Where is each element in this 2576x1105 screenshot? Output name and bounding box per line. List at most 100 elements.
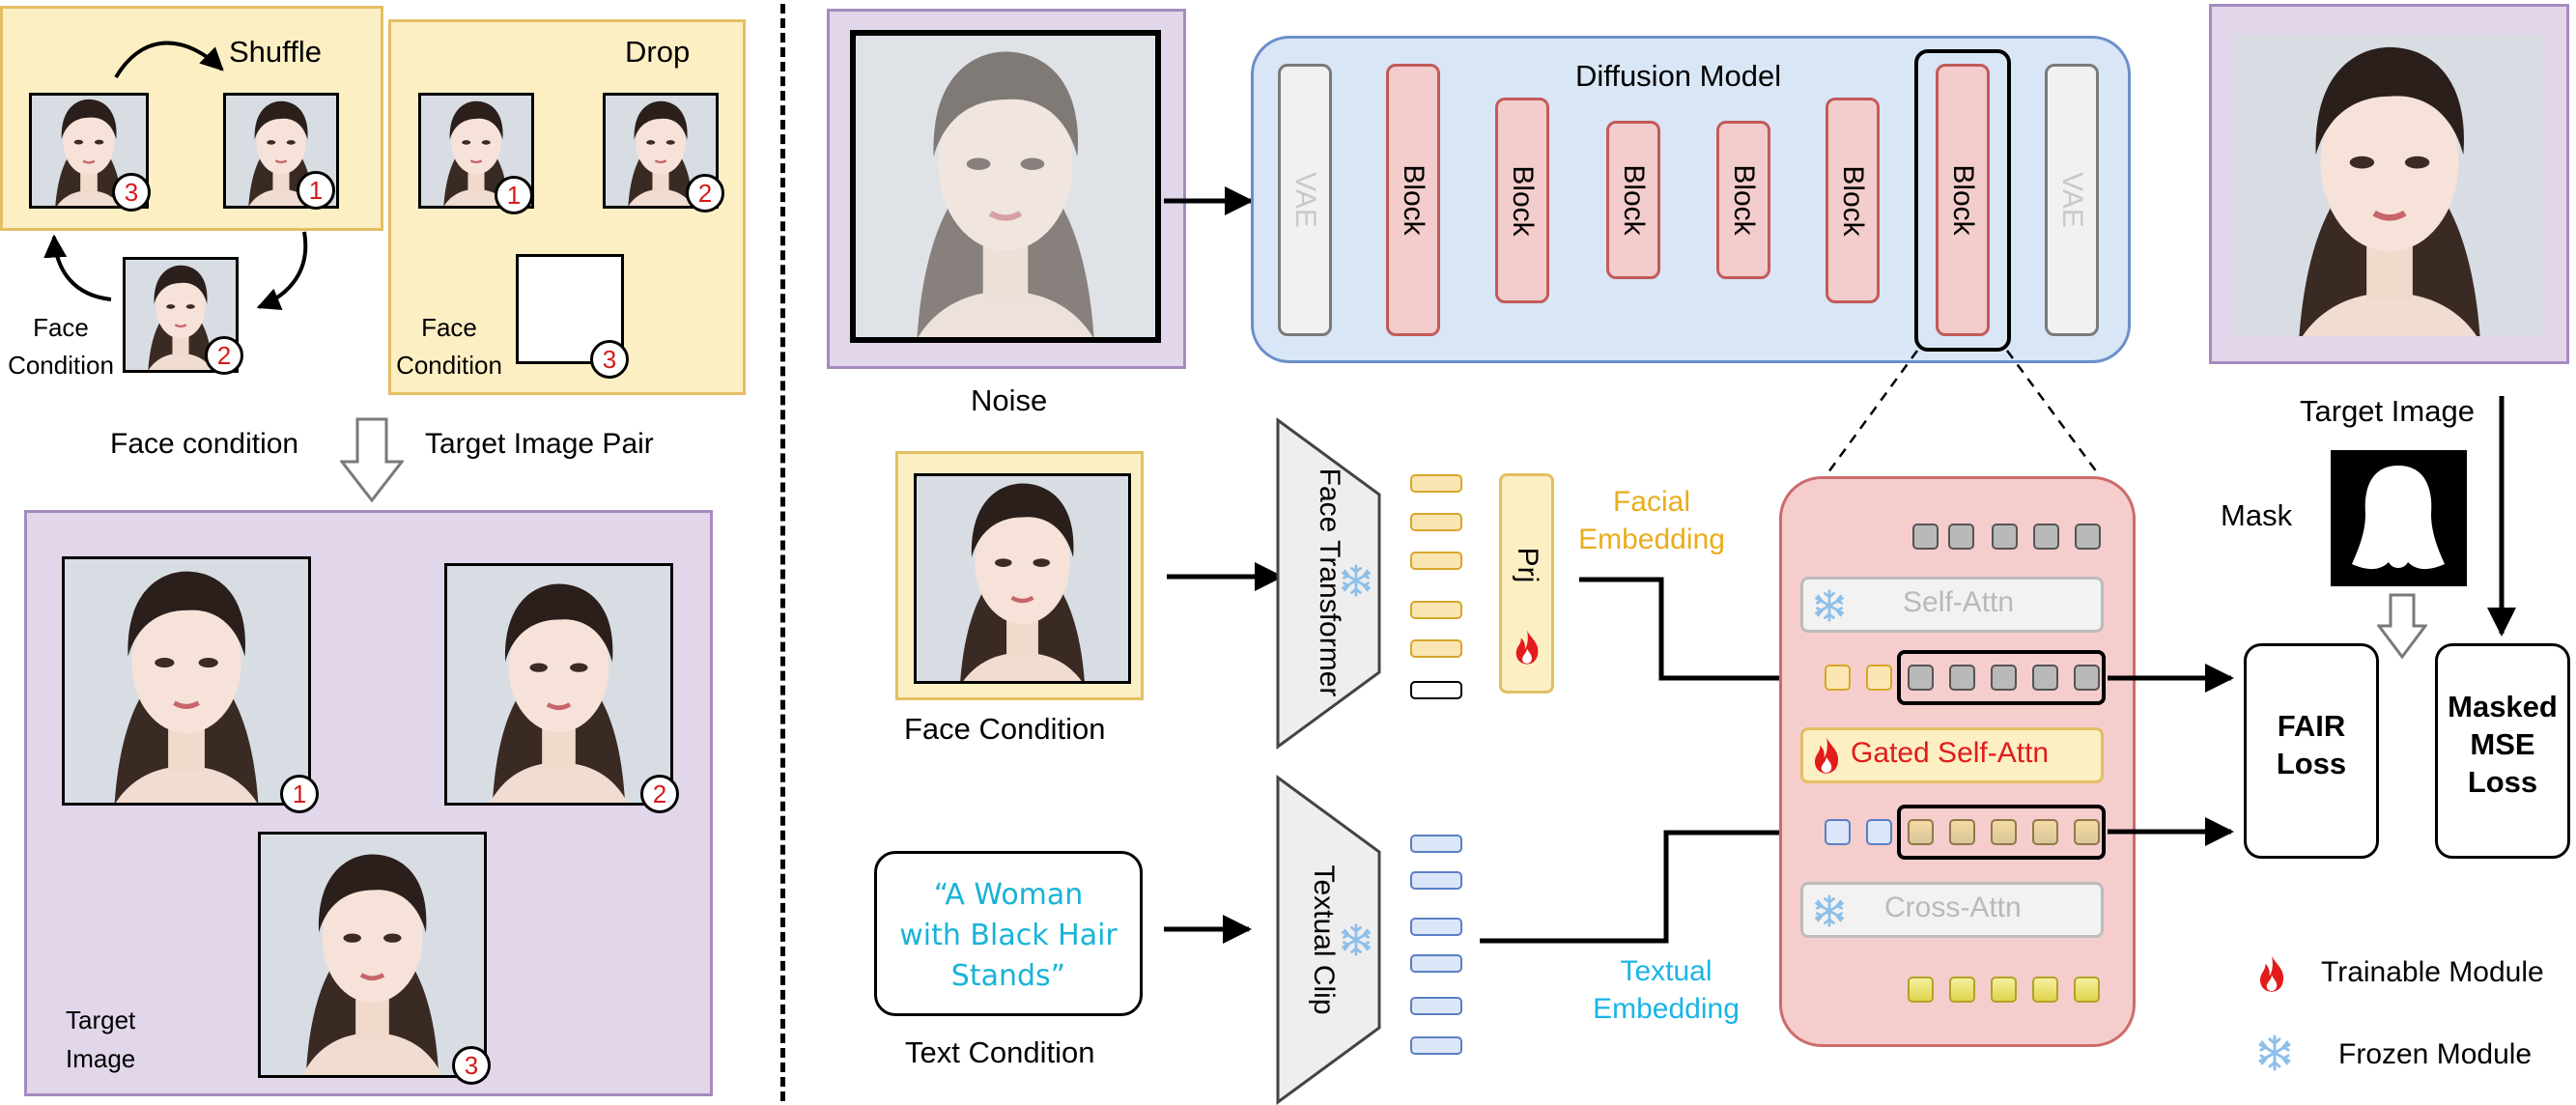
face-token-5 xyxy=(1410,639,1462,658)
badge-target-3: 3 xyxy=(452,1046,491,1085)
vae-decoder-label: VAE xyxy=(2056,172,2088,228)
target-image-small-label: Target Image xyxy=(66,1006,136,1073)
block-6-highlight xyxy=(1914,49,2011,352)
text-to-clip-arrow xyxy=(1164,915,1252,944)
badge-1b: 1 xyxy=(495,176,533,214)
text-token-2 xyxy=(1410,871,1462,890)
text-token-3 xyxy=(1410,918,1462,936)
gated-self-attn-box xyxy=(1800,727,2104,783)
legend-fire-icon xyxy=(2255,953,2288,994)
target-image xyxy=(2236,35,2543,336)
face-condition-pair-label: Face condition xyxy=(110,428,299,460)
face-condition-image xyxy=(914,473,1131,684)
textual-clip xyxy=(1276,775,1381,1105)
self-attn-box xyxy=(1800,577,2104,633)
token-text-1 xyxy=(1825,819,1851,845)
face-condition-label: Face Condition xyxy=(904,712,1106,746)
fair-loss-label: FAIR Loss xyxy=(2276,709,2347,780)
gated-self-attn-label: Gated Self-Attn xyxy=(1851,737,2050,769)
target-photo-3 xyxy=(258,832,487,1078)
section-divider xyxy=(780,4,785,1101)
token-tan-1 xyxy=(1908,819,1934,845)
face-condition-drop-label: Face Condition xyxy=(396,313,502,380)
legend-frozen-label: Frozen Module xyxy=(2338,1038,2533,1070)
self-attn-label: Self-Attn xyxy=(1903,586,2015,618)
token-gray-1 xyxy=(1912,524,1939,550)
vae-decoder: VAE xyxy=(2045,64,2099,336)
text-prompt: “A Woman with Black Hair Stands” xyxy=(899,878,1118,993)
token-tan-2 xyxy=(1949,819,1975,845)
token-gray-3 xyxy=(1992,524,2018,550)
block-label: Block xyxy=(1947,164,1979,236)
block-label: Block xyxy=(1728,164,1760,236)
textual-clip-snow-icon xyxy=(1339,922,1373,957)
text-token-6 xyxy=(1410,1036,1462,1055)
cross-attn-box xyxy=(1800,882,2104,938)
hollow-down-arrow xyxy=(340,417,404,502)
token-tan-4 xyxy=(2032,819,2058,845)
self-attn-snow-icon xyxy=(1812,588,1847,623)
block-1: Block xyxy=(1386,64,1440,336)
badge-3b: 3 xyxy=(590,340,629,379)
mask-image xyxy=(2331,450,2467,586)
block-3: Block xyxy=(1606,121,1660,279)
face-token-empty xyxy=(1410,681,1462,699)
token-output-3 xyxy=(1991,977,2017,1003)
textual-clip-label: Textual Clip xyxy=(1308,864,1340,1015)
token-gray-8 xyxy=(1991,665,2017,691)
face-condition-small-label: Face Condition xyxy=(8,313,114,380)
text-token-5 xyxy=(1410,997,1462,1015)
drop-face-2 xyxy=(603,93,719,209)
block-6: Block xyxy=(1936,64,1990,336)
token-gray-7 xyxy=(1949,665,1975,691)
noise-label: Noise xyxy=(971,383,1048,417)
prj-fire-icon xyxy=(1512,628,1543,666)
token-gray-10 xyxy=(2074,665,2100,691)
target-image-label: Target Image xyxy=(2300,394,2475,428)
attention-to-fair-arrows xyxy=(2108,664,2234,846)
masked-mse-loss-box xyxy=(2435,643,2570,859)
facial-embedding-label: Facial Embedding xyxy=(1578,486,1725,555)
token-gray-9 xyxy=(2032,665,2058,691)
face-transformer-snow-icon xyxy=(1339,563,1373,598)
token-tan-3 xyxy=(1991,819,2017,845)
token-output-5 xyxy=(2074,977,2100,1003)
block-label: Block xyxy=(1398,164,1430,236)
cross-attn-snow-icon xyxy=(1812,893,1847,928)
token-gray-5 xyxy=(2075,524,2101,550)
badge-2b: 2 xyxy=(686,174,724,212)
block-label: Block xyxy=(1837,164,1869,237)
shuffle-label: Shuffle xyxy=(229,35,322,69)
drop-label: Drop xyxy=(625,35,691,69)
target-photo-2 xyxy=(444,563,673,806)
prj-label: Prj xyxy=(1512,547,1543,583)
block-2: Block xyxy=(1495,98,1549,303)
gated-self-attn-fire-icon xyxy=(1810,735,1843,776)
face-transformer xyxy=(1276,417,1381,750)
text-condition-label: Text Condition xyxy=(905,1035,1095,1069)
cross-attn-label: Cross-Attn xyxy=(1884,892,2022,923)
token-output-1 xyxy=(1908,977,1934,1003)
legend-snow-icon xyxy=(2255,1034,2294,1072)
block-label: Block xyxy=(1618,164,1650,236)
token-gray-4 xyxy=(2033,524,2059,550)
face-to-transformer-arrow xyxy=(1167,562,1284,591)
mask-hollow-arrow xyxy=(2377,593,2427,659)
token-text-2 xyxy=(1866,819,1892,845)
zoom-lines xyxy=(1824,350,2102,477)
target-to-mse-arrow xyxy=(2487,396,2516,637)
shuffle-arrows xyxy=(43,41,308,310)
face-token-1 xyxy=(1410,474,1462,493)
legend-trainable-label: Trainable Module xyxy=(2321,956,2544,988)
facial-embedding-arrow xyxy=(1579,577,1819,693)
face-token-group xyxy=(1897,650,2106,705)
block-4: Block xyxy=(1716,121,1770,279)
textual-embedding-arrow xyxy=(1480,821,1819,944)
block-5: Block xyxy=(1826,98,1880,303)
face-token-3 xyxy=(1410,552,1462,570)
face-token-4 xyxy=(1410,601,1462,619)
masked-mse-loss-label: Masked MSE Loss xyxy=(2448,690,2558,799)
token-gray-6 xyxy=(1908,665,1934,691)
text-condition-box xyxy=(874,851,1143,1016)
target-image-pair-label: Target Image Pair xyxy=(425,428,654,460)
